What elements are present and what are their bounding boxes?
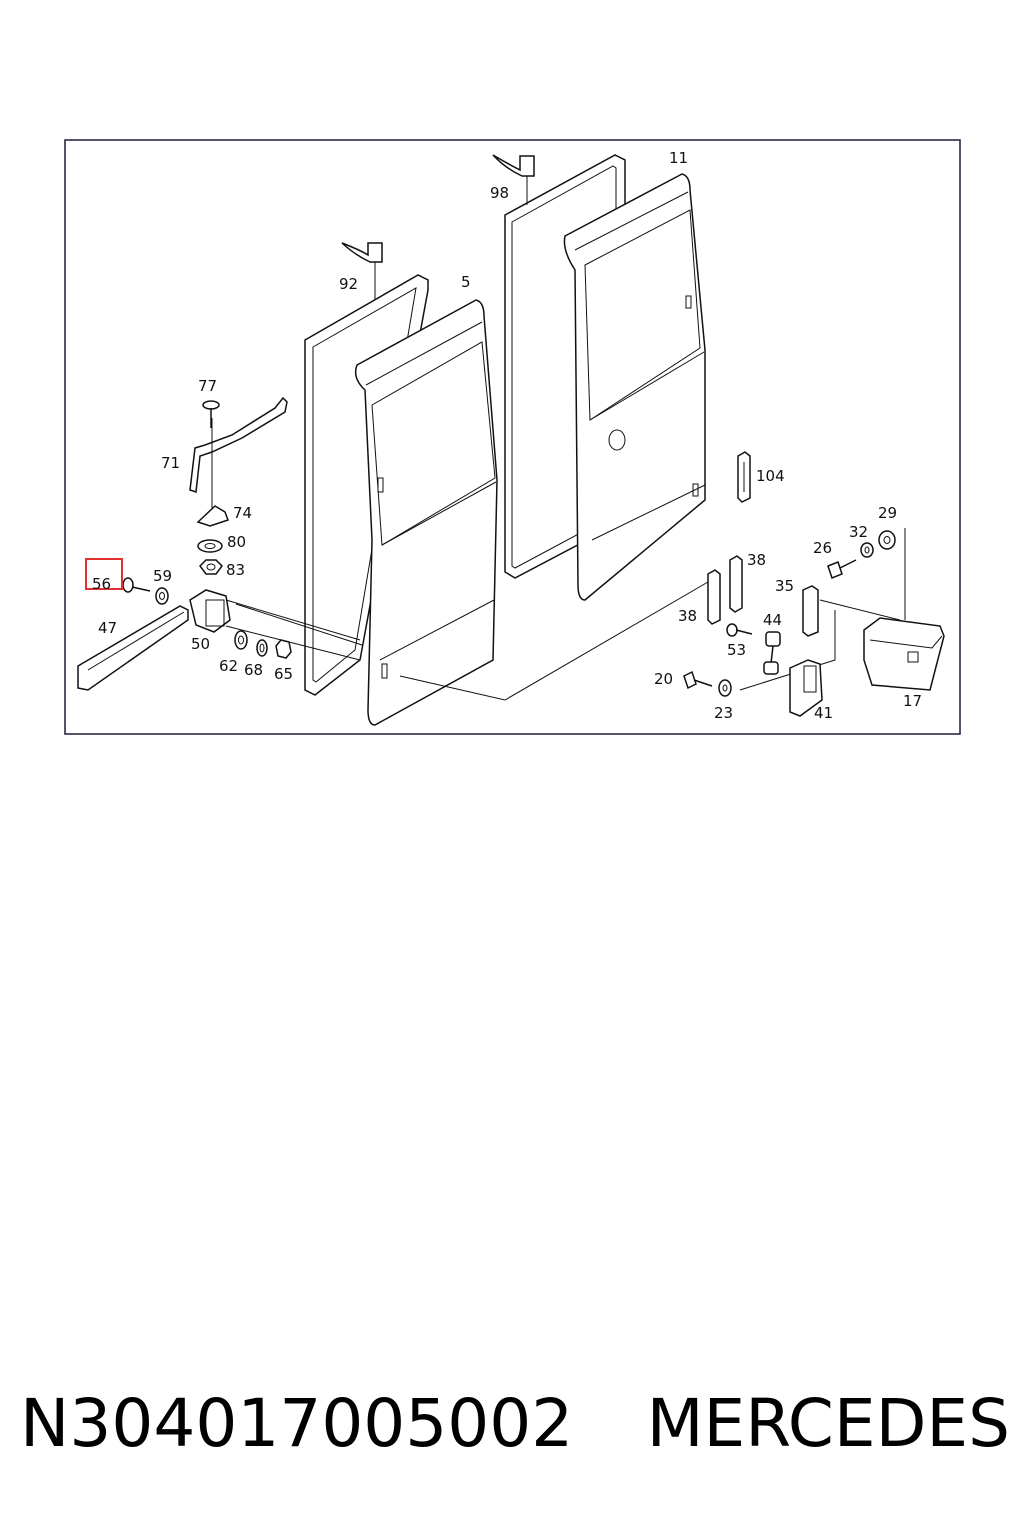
guide-38-upper[interactable] — [729, 555, 743, 613]
part-label-56: 56 — [92, 575, 111, 593]
part-label-62: 62 — [219, 657, 238, 675]
washer-59[interactable] — [155, 587, 169, 605]
strap-47[interactable] — [77, 605, 189, 691]
nut-65[interactable] — [275, 639, 292, 659]
part-label-5: 5 — [461, 273, 471, 291]
part-label-38: 38 — [747, 551, 766, 569]
part-label-80: 80 — [227, 533, 246, 551]
part-label-26: 26 — [813, 539, 832, 557]
part-label-23: 23 — [714, 704, 733, 722]
bumper-17[interactable] — [863, 617, 945, 691]
leader-lines — [235, 574, 901, 701]
lockwasher-68[interactable] — [256, 639, 268, 657]
washer-32[interactable] — [860, 542, 874, 558]
part-label-71: 71 — [161, 454, 180, 472]
bolt-53[interactable] — [726, 623, 753, 637]
rod-71[interactable] — [189, 396, 288, 520]
part-label-44: 44 — [763, 611, 782, 629]
highlight-box — [85, 558, 123, 590]
part-label-11: 11 — [669, 149, 688, 167]
part-label-92: 92 — [339, 275, 358, 293]
part-label-50: 50 — [191, 635, 210, 653]
diagram-frame — [64, 139, 961, 735]
guide-35[interactable] — [802, 585, 819, 637]
bolt-56[interactable] — [122, 577, 151, 593]
bolt-20[interactable] — [683, 670, 713, 690]
washer-29[interactable] — [878, 528, 906, 620]
hook-98[interactable] — [492, 154, 535, 205]
bracket-104[interactable] — [737, 451, 751, 503]
part-label-32: 32 — [849, 523, 868, 541]
part-label-104: 104 — [756, 467, 785, 485]
brand-name: MERCEDES — [646, 1384, 1010, 1462]
grommet-80[interactable] — [197, 539, 223, 553]
part-label-53: 53 — [727, 641, 746, 659]
guide-38-lower[interactable] — [707, 569, 721, 625]
part-label-68: 68 — [244, 661, 263, 679]
left-door-panel[interactable] — [354, 299, 498, 726]
part-label-47: 47 — [98, 619, 117, 637]
part-label-74: 74 — [233, 504, 252, 522]
link-44[interactable] — [763, 631, 781, 675]
nut-83[interactable] — [199, 559, 223, 575]
clip-74[interactable] — [196, 505, 229, 527]
right-door-panel[interactable] — [563, 173, 706, 601]
part-label-98: 98 — [490, 184, 509, 202]
screw-77[interactable] — [202, 400, 220, 428]
bolt-26[interactable] — [827, 559, 857, 579]
part-label-59: 59 — [153, 567, 172, 585]
part-code: N304017005002 — [20, 1384, 574, 1462]
washer-23[interactable] — [718, 679, 732, 697]
part-label-65: 65 — [274, 665, 293, 683]
bracket-41[interactable] — [789, 659, 823, 717]
washer-62[interactable] — [234, 630, 248, 650]
part-label-29: 29 — [878, 504, 897, 522]
caption: N304017005002 MERCEDES — [20, 1378, 1010, 1468]
parts-diagram: 11 98 92 5 77 71 104 74 80 29 32 26 56 59 83 38 35 47 50 44… — [64, 139, 961, 735]
part-label-41: 41 — [814, 704, 833, 722]
hinge-bracket-50[interactable] — [189, 589, 361, 661]
part-label-35: 35 — [775, 577, 794, 595]
part-label-20: 20 — [654, 670, 673, 688]
part-label-17: 17 — [903, 692, 922, 710]
part-label-77: 77 — [198, 377, 217, 395]
part-label-83: 83 — [226, 561, 245, 579]
part-labels: 11 98 92 5 77 71 104 74 80 29 32 26 56 59 83 38 35 47 50 44… — [92, 149, 922, 722]
hook-92[interactable] — [341, 242, 383, 300]
part-label-38-2: 38 — [678, 607, 697, 625]
